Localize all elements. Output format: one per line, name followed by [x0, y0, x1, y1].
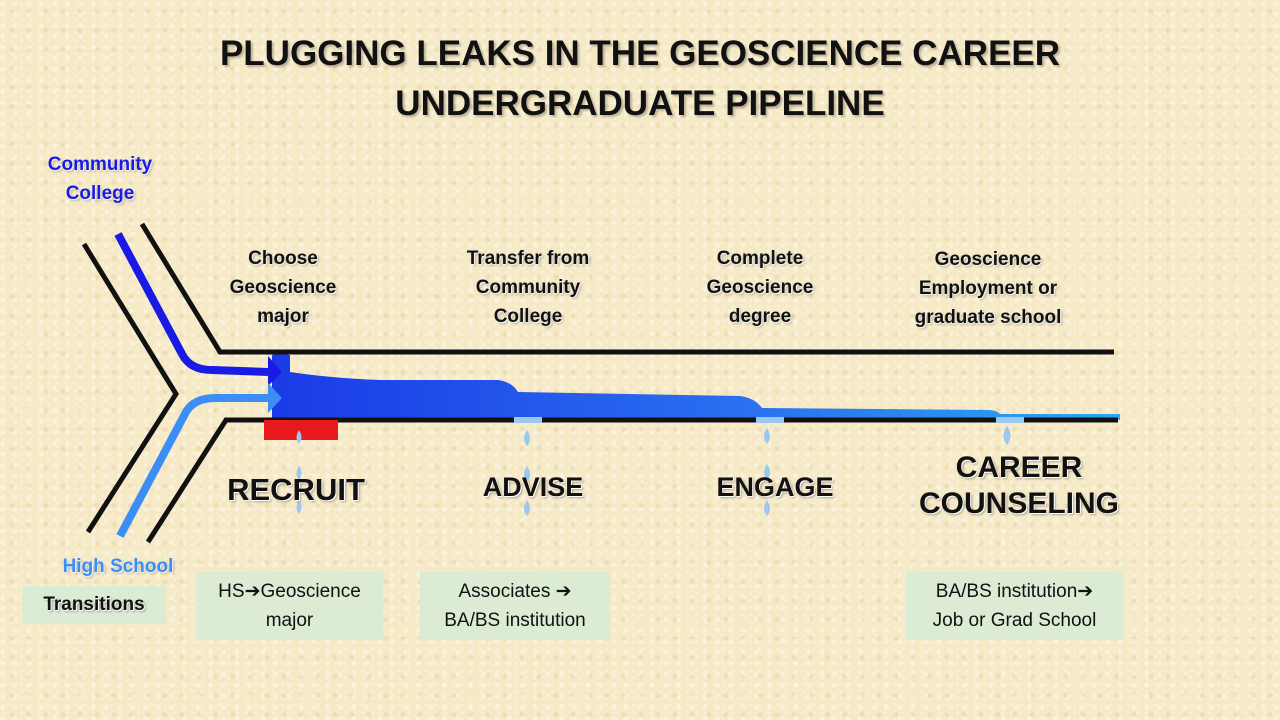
stage-line: Complete [716, 248, 804, 269]
transition-line1: Associates ➔ [420, 577, 610, 606]
drop [524, 430, 530, 446]
transition-to: Geoscience [260, 581, 361, 602]
water-flow [272, 353, 1120, 420]
transition-line1: HS➔Geoscience [196, 577, 383, 606]
community-college-line2: College [65, 183, 135, 204]
action-career-line2: COUNSELING [918, 487, 1119, 520]
drop [764, 500, 770, 516]
transitions-label: Transitions [22, 586, 166, 624]
transition-from: HS [218, 581, 245, 602]
leak-gap-advise [514, 417, 542, 423]
stage-complete-degree: Complete Geoscience degree [680, 244, 840, 331]
community-college-line1: Community [47, 154, 153, 175]
page-title-line2: UNDERGRADUATE PIPELINE [395, 84, 885, 123]
drop [524, 466, 530, 482]
transition-box-babs: BA/BS institution➔ Job or Grad School [906, 572, 1123, 640]
stage-line: Transfer from [466, 248, 590, 269]
hs-feeder-arrowhead [268, 383, 282, 413]
leak-drops [296, 426, 1011, 516]
transition-box-associates: Associates ➔ BA/BS institution [420, 572, 610, 640]
transition-line2: major [265, 610, 314, 631]
action-career-counseling: CAREER COUNSELING [888, 450, 1150, 522]
stage-line: Employment or [918, 278, 1058, 299]
leak-gap-career [996, 417, 1024, 423]
stage-line: Geoscience [706, 277, 814, 298]
right-arrow-icon: ➔ [555, 581, 572, 602]
action-advise: ADVISE [482, 472, 584, 502]
pipe-outer-left-wall [81, 242, 179, 534]
cc-feeder-arrowhead [268, 356, 282, 386]
high-school-label: High School [62, 556, 174, 577]
action-engage: ENGAGE [716, 472, 834, 502]
recruit-plug [264, 420, 338, 440]
stage-line: graduate school [914, 307, 1062, 328]
page-title-line1: PLUGGING LEAKS IN THE GEOSCIENCE CAREER [219, 34, 1061, 73]
stage-employment: Geoscience Employment or graduate school [888, 245, 1088, 332]
transition-from: BA/BS institution [935, 581, 1078, 602]
transition-line2: Job or Grad School [932, 610, 1097, 631]
stage-line: major [257, 306, 309, 327]
stage-choose-major: Choose Geoscience major [203, 244, 363, 331]
pipe-lower-wall [145, 417, 1118, 544]
transition-box-hs: HS➔Geoscience major [196, 572, 383, 640]
stage-line: degree [728, 306, 792, 327]
transition-line2: BA/BS institution [444, 610, 586, 631]
action-career-line1: CAREER [955, 451, 1083, 484]
cc-feeder-pipe [114, 232, 269, 376]
drop [524, 500, 530, 516]
community-college-label: Community College [30, 150, 170, 208]
transition-line1: BA/BS institution➔ [906, 577, 1123, 606]
leak-gap-engage [756, 417, 784, 423]
action-recruit: RECRUIT [227, 472, 365, 507]
stage-line: Geoscience [229, 277, 337, 298]
stage-transfer: Transfer from Community College [438, 244, 618, 331]
drop [296, 500, 302, 514]
stage-line: Community [475, 277, 581, 298]
hs-feeder-pipe [116, 394, 268, 538]
pipe-upper-wall [139, 222, 1114, 355]
drop [1003, 426, 1011, 445]
right-arrow-icon: ➔ [1077, 581, 1094, 602]
drop [296, 430, 302, 444]
drop [296, 466, 302, 480]
right-arrow-icon: ➔ [244, 581, 261, 602]
drop [764, 464, 770, 480]
stage-line: Geoscience [934, 249, 1042, 270]
stage-line: College [493, 306, 563, 327]
stage-line: Choose [248, 248, 318, 269]
drop [764, 428, 770, 444]
transition-from: Associates [458, 581, 556, 602]
